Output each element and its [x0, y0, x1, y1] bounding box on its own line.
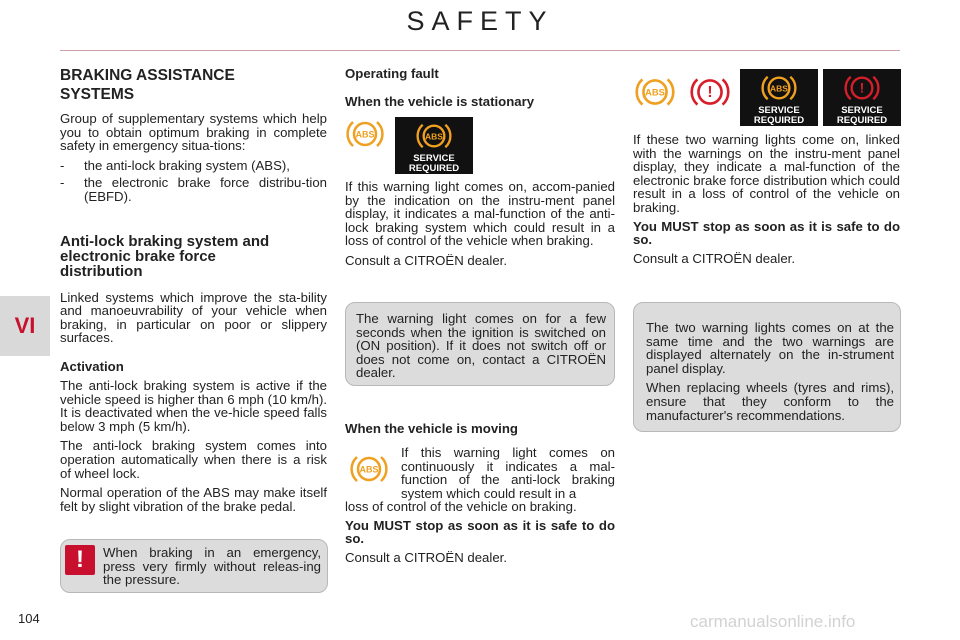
service-required-abs-icon: ABS SERVICE REQUIRED	[395, 117, 473, 174]
activation-paragraph: The anti-lock braking system is active i…	[60, 377, 327, 434]
wheels-info-paragraph: The two warning lights comes on at the s…	[646, 320, 894, 376]
page-number: 104	[18, 611, 40, 626]
list-item: - the electronic brake force distribu-ti…	[60, 176, 327, 203]
moving-text-indent: If this warning light comes on continuou…	[401, 445, 615, 501]
abs-warning-icon: ABS	[350, 456, 388, 482]
moving-stop-warning: You MUST stop as soon as it is safe to d…	[345, 517, 615, 547]
warning-icon: !	[65, 545, 95, 575]
stationary-text-block: If this warning light comes on, accom-pa…	[345, 180, 615, 268]
right-column: If these two warning lights come on, lin…	[633, 133, 900, 265]
activation-paragraph: Normal operation of the ABS may make its…	[60, 485, 327, 514]
ebfd-stop-warning: You MUST stop as soon as it is safe to d…	[633, 218, 900, 248]
moving-text-rest: loss of control of the vehicle on brakin…	[345, 499, 577, 514]
abs-label: ABS	[425, 131, 443, 141]
list-dash: -	[60, 157, 65, 173]
abs-label: ABS	[770, 83, 788, 93]
moving-consult: Consult a CITROËN dealer.	[345, 549, 507, 565]
brake-symbol: !	[860, 80, 865, 96]
emergency-note-box: ! When braking in an emergency, press ve…	[60, 539, 328, 593]
system-description: Linked systems which improve the sta-bil…	[60, 289, 327, 346]
wheels-info-box: The two warning lights comes on at the s…	[633, 302, 901, 432]
subsection-heading: Anti-lock braking system and electronic …	[60, 232, 270, 280]
ebfd-fault-text: If these two warning lights come on, lin…	[633, 132, 900, 215]
activation-heading: Activation	[60, 358, 124, 374]
list-item-text: the electronic brake force distribu-tion…	[84, 175, 327, 204]
service-required-abs-icon: ABS SERVICE REQUIRED	[740, 69, 818, 126]
list-item-text: the anti-lock braking system (ABS),	[84, 157, 290, 173]
service-required-label: SERVICE REQUIRED	[753, 105, 805, 126]
service-required-label: SERVICE REQUIRED	[408, 153, 460, 174]
wheels-info-content: The two warning lights comes on at the s…	[646, 321, 894, 422]
chapter-tab[interactable]: VI	[0, 296, 50, 356]
brake-warning-icon: !	[844, 75, 880, 101]
ignition-info-text: The warning light comes on for a few sec…	[356, 311, 606, 381]
abs-warning-icon: ABS	[416, 123, 452, 149]
list-item: - the anti-lock braking system (ABS),	[60, 159, 327, 173]
stationary-consult: Consult a CITROËN dealer.	[345, 252, 507, 268]
abs-warning-icon: ABS	[761, 75, 797, 101]
chapter-tab-label: VI	[14, 313, 36, 338]
brake-symbol: !	[707, 84, 712, 101]
moving-text-block: loss of control of the vehicle on brakin…	[345, 500, 615, 564]
abs-label: ABS	[645, 88, 665, 99]
activation-paragraph: The anti-lock braking system comes into …	[60, 438, 327, 481]
ignition-info-box: The warning light comes on for a few sec…	[345, 302, 615, 386]
service-required-label: SERVICE REQUIRED	[836, 105, 888, 126]
ebfd-consult: Consult a CITROËN dealer.	[633, 250, 795, 266]
abs-warning-icon: ABS	[635, 78, 675, 106]
wheels-info-paragraph: When replacing wheels (tyres and rims), …	[646, 380, 894, 423]
brake-warning-icon: !	[690, 78, 730, 106]
list-dash: -	[60, 175, 65, 191]
left-column: BRAKING ASSISTANCE SYSTEMS Group of supp…	[60, 66, 327, 513]
moving-heading: When the vehicle is moving	[345, 421, 518, 436]
stationary-text: If this warning light comes on, accom-pa…	[345, 179, 615, 249]
title-divider	[60, 50, 900, 51]
watermark: carmanualsonline.info	[690, 612, 856, 631]
middle-column: Operating fault When the vehicle is stat…	[345, 66, 615, 109]
emergency-note-text: When braking in an emergency, press very…	[103, 545, 321, 588]
service-required-brake-icon: ! SERVICE REQUIRED	[823, 69, 901, 126]
abs-label: ABS	[359, 465, 378, 475]
page-title: SAFETY	[406, 6, 554, 36]
stationary-heading: When the vehicle is stationary	[345, 94, 535, 109]
operating-fault-heading: Operating fault	[345, 66, 439, 81]
moving-section: When the vehicle is moving	[345, 421, 615, 436]
moving-text-indent-block: If this warning light comes on continuou…	[401, 446, 615, 500]
abs-warning-icon: ABS	[346, 121, 384, 147]
section-heading: BRAKING ASSISTANCE SYSTEMS	[60, 67, 235, 103]
intro-paragraph: Group of supplementary systems which hel…	[60, 111, 327, 154]
abs-label: ABS	[355, 130, 374, 140]
